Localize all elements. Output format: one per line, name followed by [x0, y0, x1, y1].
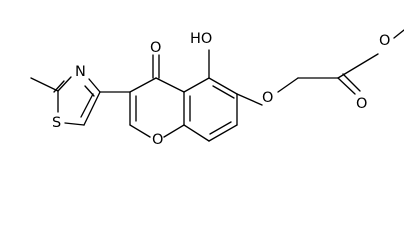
atom-labels: HO O O O O O S N — [52, 31, 390, 148]
bond — [337, 77, 356, 95]
bond — [337, 53, 379, 79]
carbonyl-oxygen-label: O — [150, 40, 161, 56]
bond — [277, 77, 299, 93]
thiazole-nitrogen-label: N — [75, 64, 86, 80]
thiazole-sulfur-label: S — [52, 115, 61, 131]
bond — [209, 121, 232, 135]
ring-oxygen-label: O — [152, 132, 163, 148]
bond — [393, 29, 404, 39]
bonds — [30, 29, 404, 142]
bond — [80, 93, 94, 118]
ester-oxygen-label: O — [379, 33, 390, 49]
bond — [183, 124, 210, 142]
bond — [208, 77, 238, 95]
bond — [129, 124, 151, 138]
bond — [208, 124, 238, 142]
bond — [30, 77, 59, 92]
bond — [236, 93, 263, 106]
molecule-structure: HO O O O O O S N — [30, 29, 404, 148]
bond — [129, 77, 157, 93]
bond — [88, 78, 101, 93]
bond — [212, 85, 235, 99]
bond — [183, 77, 210, 93]
bond — [155, 77, 185, 93]
bond — [342, 73, 361, 92]
bond — [57, 76, 72, 92]
bond — [64, 122, 85, 126]
bond — [163, 124, 185, 138]
ether-oxygen-label: O — [262, 90, 273, 106]
hydroxyl-label: HO — [190, 31, 212, 47]
bond — [83, 91, 101, 126]
ester-carbonyl-oxygen-label: O — [356, 96, 367, 112]
